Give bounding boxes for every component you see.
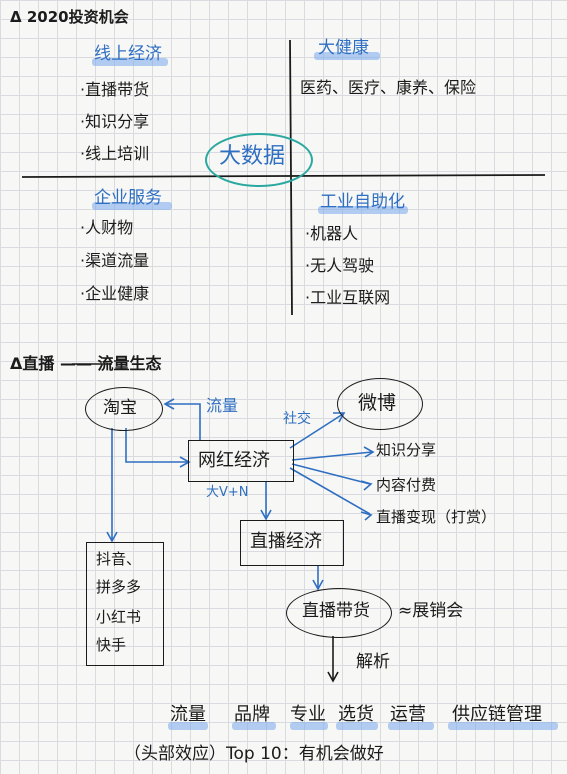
edge-label-exhibition: ≈展销会: [398, 601, 464, 621]
platform-douyin: 抖音、: [96, 550, 142, 568]
section1-title: Δ 2020投资机会: [10, 8, 129, 26]
edge-label-analysis: 解析: [356, 652, 390, 672]
quadrant-enterprise-heading: 企业服务: [94, 188, 162, 208]
arrow-wanghong-to-taobao: [166, 403, 201, 440]
center-label: 大数据: [219, 144, 286, 169]
outcome-monetize: 直播变现（打赏）: [376, 508, 497, 526]
daihuo-node: [286, 588, 392, 638]
arrow-to-knowledge: [291, 451, 373, 461]
taobao-label: 淘宝: [103, 398, 137, 418]
list-item: ·企业健康: [80, 284, 150, 303]
platforms-node: [86, 542, 164, 666]
list-item: 医药、医疗、康养、保险: [300, 78, 477, 97]
keyword-supply-chain: 供应链管理: [452, 704, 542, 725]
wanghong-label: 网红经济: [198, 450, 270, 471]
footer-note: （头部效应）Top 10：有机会做好: [124, 744, 384, 764]
list-item: ·线上培训: [80, 144, 150, 163]
arrow-wanghong-to-weibo: [289, 413, 344, 449]
list-item: ·人财物: [80, 218, 134, 237]
section2-title: Δ直播 —— 流量生态: [10, 354, 162, 373]
edge-label-bigv: 大V+N: [206, 485, 249, 500]
list-item: ·直播带货: [80, 80, 150, 99]
arrow-to-monetize: [289, 467, 371, 515]
wanghong-node: [188, 440, 294, 482]
keyword-selection: 选货: [338, 704, 374, 725]
quadrant-online-economy-heading: 线上经济: [94, 44, 162, 64]
outcome-knowledge: 知识分享: [376, 441, 437, 459]
center-bigdata-circle: [205, 133, 313, 187]
platform-xiaohongshu: 小红书: [96, 608, 142, 626]
keyword-brand: 品牌: [234, 704, 270, 725]
quadrant-industry-heading: 工业自助化: [320, 192, 405, 212]
arrow-taobao-to-wanghong: [125, 428, 188, 463]
list-item: ·机器人: [305, 224, 359, 243]
list-item: ·知识分享: [80, 112, 150, 131]
platform-kuaishou: 快手: [96, 636, 127, 654]
weibo-label: 微博: [358, 392, 397, 414]
weibo-node: [337, 378, 423, 430]
quadrant-health-heading: 大健康: [318, 38, 369, 58]
zhibo-node: [240, 520, 344, 566]
outcome-paid-content: 内容付费: [376, 476, 437, 494]
platform-pinduoduo: 拼多多: [96, 578, 142, 596]
edge-label-traffic: 流量: [206, 396, 239, 415]
keyword-operation: 运营: [390, 704, 426, 725]
arrow-to-paid-content: [291, 463, 371, 485]
keyword-professional: 专业: [290, 704, 326, 725]
keyword-traffic: 流量: [170, 704, 206, 725]
edge-label-social: 社交: [283, 411, 311, 427]
taobao-node: [85, 387, 163, 431]
list-item: ·无人驾驶: [305, 256, 375, 275]
zhibo-label: 直播经济: [250, 531, 322, 552]
list-item: ·渠道流量: [80, 251, 150, 270]
daihuo-label: 直播带货: [302, 601, 370, 621]
list-item: ·工业互联网: [305, 288, 391, 307]
